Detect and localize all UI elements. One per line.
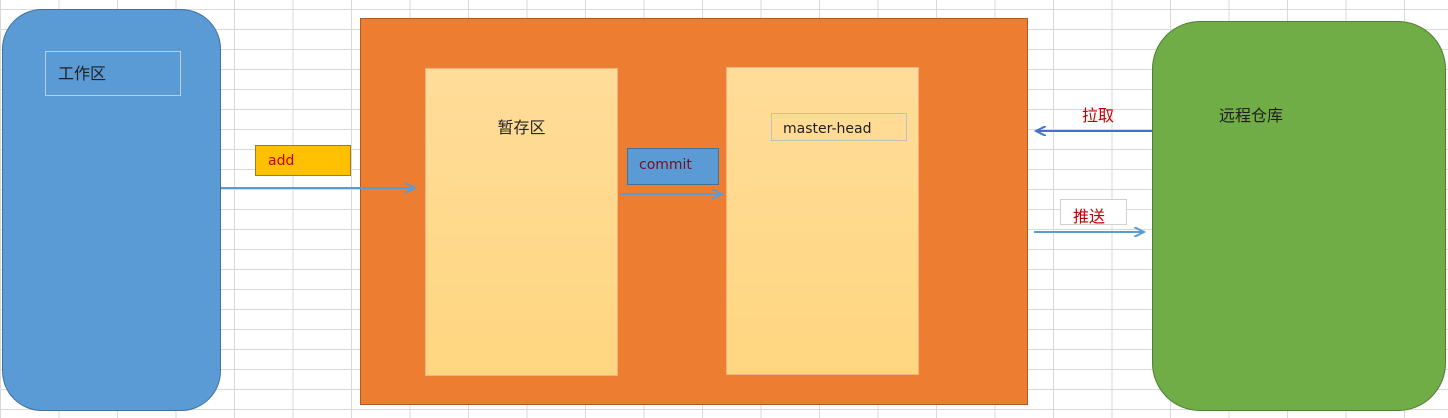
workspace-label: 工作区 bbox=[45, 51, 181, 96]
master-head-label: master-head bbox=[771, 113, 907, 141]
commit-label: commit bbox=[627, 148, 719, 185]
workspace-box bbox=[2, 9, 221, 411]
pull-label: 拉取 bbox=[1082, 106, 1115, 125]
add-label: add bbox=[255, 145, 351, 176]
remote-repository-box bbox=[1152, 21, 1446, 411]
push-label: 推送 bbox=[1060, 199, 1127, 226]
staging-area-box bbox=[425, 68, 618, 376]
master-head-box bbox=[726, 67, 919, 375]
remote-repository-label: 远程仓库 bbox=[1219, 106, 1284, 125]
staging-area-label: 暂存区 bbox=[497, 118, 546, 137]
